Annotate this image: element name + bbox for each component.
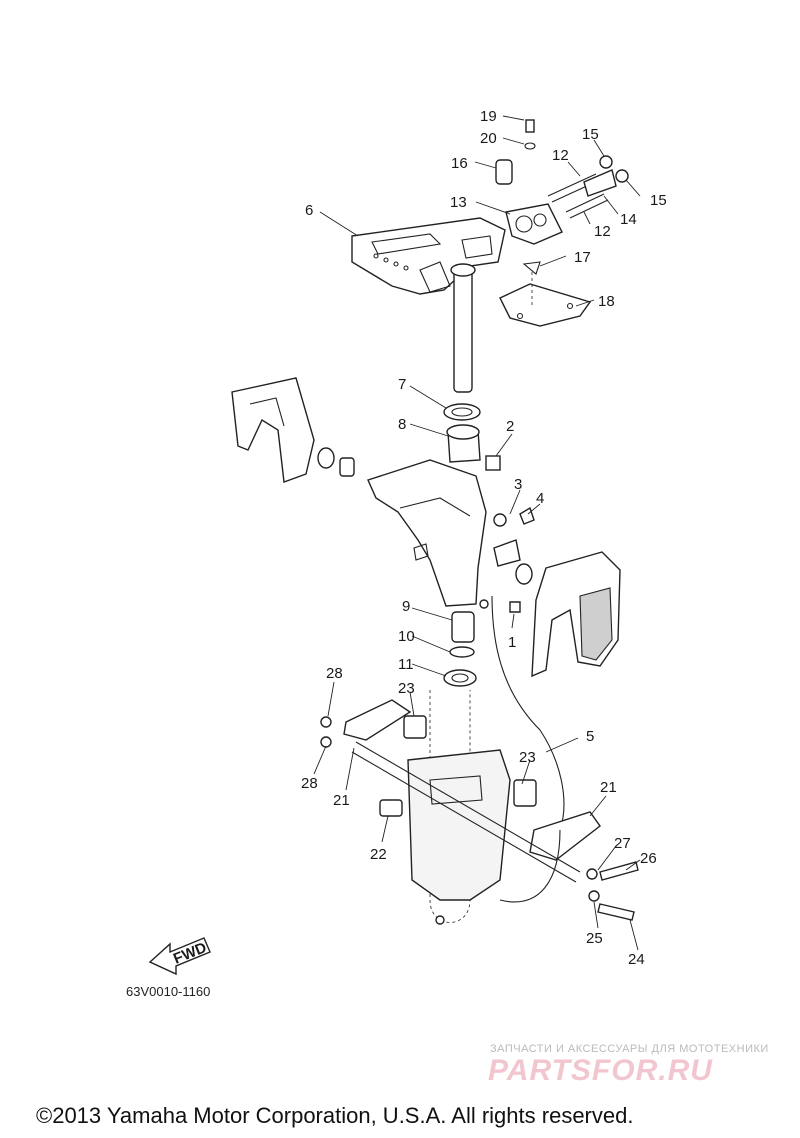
callout-label: 23 bbox=[519, 749, 536, 766]
callout-label: 23 bbox=[398, 680, 415, 697]
callout-label: 15 bbox=[582, 126, 599, 143]
callout-label: 2 bbox=[506, 418, 514, 435]
callout-label: 7 bbox=[398, 376, 406, 393]
bracket-hinge-part bbox=[505, 203, 563, 245]
small-bolts-part bbox=[495, 119, 629, 275]
callout-label: 20 bbox=[480, 130, 497, 147]
callout-label: 6 bbox=[305, 202, 313, 219]
right-clamp-bracket-part bbox=[531, 551, 621, 678]
callout-label: 17 bbox=[574, 249, 591, 266]
watermark-subtitle: ЗАПЧАСТИ И АКСЕССУАРЫ ДЛЯ МОТОТЕХНИКИ bbox=[490, 1043, 769, 1055]
cover-plate-part bbox=[499, 272, 592, 327]
callout-label: 28 bbox=[326, 665, 343, 682]
callout-label: 21 bbox=[600, 779, 617, 796]
callout-label: 14 bbox=[620, 211, 637, 228]
fwd-arrow-icon: FWD bbox=[148, 937, 211, 976]
lower-bushing-parts bbox=[443, 611, 477, 687]
steering-shaft-part bbox=[450, 263, 476, 393]
callout-label: 21 bbox=[333, 792, 350, 809]
callout-label: 25 bbox=[586, 930, 603, 947]
steering-bracket-part bbox=[351, 217, 506, 295]
callout-label: 12 bbox=[552, 147, 569, 164]
callout-label: 5 bbox=[586, 728, 594, 745]
fwd-label: FWD bbox=[171, 939, 209, 968]
callout-label: 26 bbox=[640, 850, 657, 867]
callout-label: 3 bbox=[514, 476, 522, 493]
callout-label: 15 bbox=[650, 192, 667, 209]
callout-label: 11 bbox=[398, 656, 414, 673]
callout-label: 4 bbox=[536, 490, 544, 507]
swivel-bracket-part bbox=[367, 459, 489, 609]
callout-label: 12 bbox=[594, 223, 611, 240]
callout-label: 16 bbox=[451, 155, 468, 172]
callout-label: 27 bbox=[614, 835, 631, 852]
callout-label: 19 bbox=[480, 108, 497, 125]
callout-label: 13 bbox=[450, 194, 467, 211]
callout-label: 28 bbox=[301, 775, 318, 792]
bushing-parts bbox=[317, 403, 501, 477]
leader-lines bbox=[313, 115, 641, 951]
left-clamp-bracket-part bbox=[231, 377, 315, 483]
tilt-rod-parts bbox=[320, 699, 639, 925]
diagram-code: 63V0010-1160 bbox=[126, 984, 211, 999]
callout-label: 22 bbox=[370, 846, 387, 863]
callout-label: 18 bbox=[598, 293, 615, 310]
callout-labels: 19 20 16 12 15 15 13 14 12 6 17 18 7 8 2… bbox=[301, 108, 667, 968]
swivel-hardware-part bbox=[491, 506, 565, 831]
copyright-notice: ©2013 Yamaha Motor Corporation, U.S.A. A… bbox=[36, 1103, 634, 1128]
callout-label: 10 bbox=[398, 628, 415, 645]
callout-label: 8 bbox=[398, 416, 406, 433]
callout-label: 24 bbox=[628, 951, 645, 968]
callout-label: 1 bbox=[508, 634, 516, 651]
watermark-logo: PARTSFOR.RU bbox=[488, 1054, 713, 1087]
callout-label: 9 bbox=[402, 598, 410, 615]
